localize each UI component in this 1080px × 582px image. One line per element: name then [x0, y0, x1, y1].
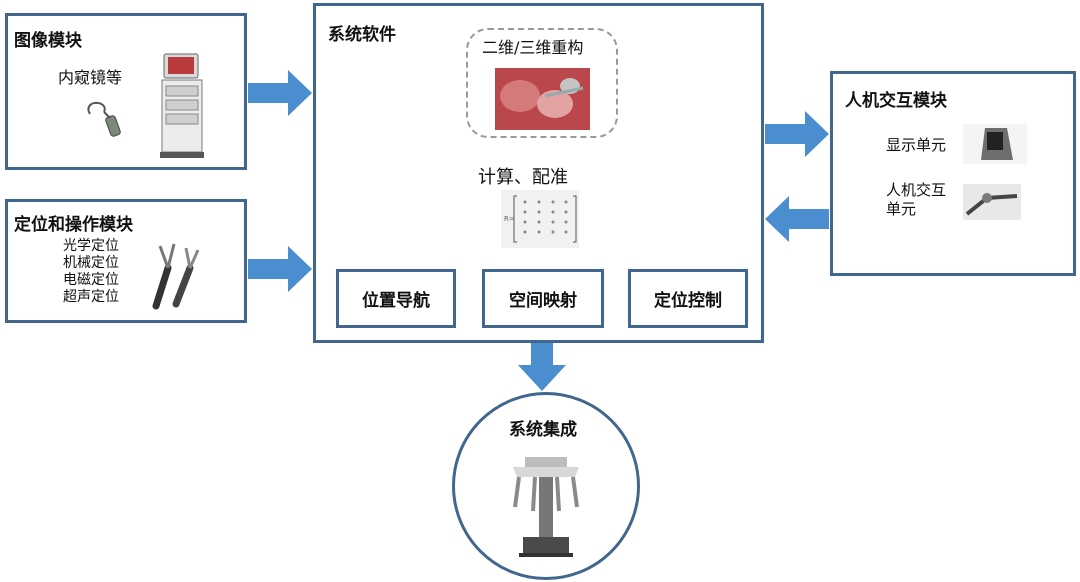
hci-module: 人机交互模块 显示单元 人机交互 单元 [830, 71, 1076, 276]
arrow-image-to-software [248, 70, 312, 116]
reconstruction-panel [466, 28, 618, 138]
compute-label: 计算、配准 [478, 167, 568, 188]
positioning-item-optical: 光学定位 [63, 238, 119, 254]
positioning-module: 定位和操作模块 光学定位 机械定位 电磁定位 超声定位 [5, 199, 247, 323]
positioning-item-electromagnetic: 电磁定位 [63, 272, 119, 288]
image-module-subtitle: 内窥镜等 [58, 68, 123, 87]
endoscope-tower-icon [160, 53, 204, 158]
arrow-hci-to-software [765, 196, 829, 242]
interaction-unit-label-line2: 单元 [886, 200, 917, 218]
interaction-unit-icon [963, 184, 1021, 220]
system-software: 系统软件 二维/三维重构 计算、配准 R= 位置导航 空间映射 定位控制 [313, 3, 764, 343]
interaction-unit-label-line1: 人机交互 [886, 181, 947, 199]
arrow-software-to-hci [765, 111, 829, 157]
positioning-item-ultrasound: 超声定位 [63, 289, 119, 305]
arrow-positioning-to-software [248, 246, 312, 292]
system-software-title: 系统软件 [328, 25, 396, 45]
positioning-module-title: 定位和操作模块 [14, 215, 133, 235]
display-unit-icon [963, 124, 1027, 164]
surgical-instruments-icon [152, 243, 200, 310]
image-module-title: 图像模块 [14, 31, 82, 51]
svg-text:R=: R= [504, 215, 515, 223]
position-navigation-box: 位置导航 [336, 269, 456, 328]
reconstruction-image [495, 68, 590, 130]
reconstruction-label: 二维/三维重构 [482, 38, 584, 57]
positioning-control-box: 定位控制 [628, 269, 748, 328]
surgical-robot-icon [513, 457, 579, 557]
display-unit-label: 显示单元 [886, 136, 947, 154]
endoscope-icon [87, 101, 121, 137]
spatial-mapping-box: 空间映射 [482, 269, 604, 328]
matrix-icon: R= [501, 190, 579, 248]
system-integration-title: 系统集成 [509, 420, 577, 440]
system-integration: 系统集成 [452, 392, 640, 580]
arrow-software-to-integration [518, 343, 566, 391]
hci-module-title: 人机交互模块 [845, 91, 947, 111]
positioning-item-mechanical: 机械定位 [63, 255, 119, 271]
image-module: 图像模块 内窥镜等 [5, 13, 247, 170]
